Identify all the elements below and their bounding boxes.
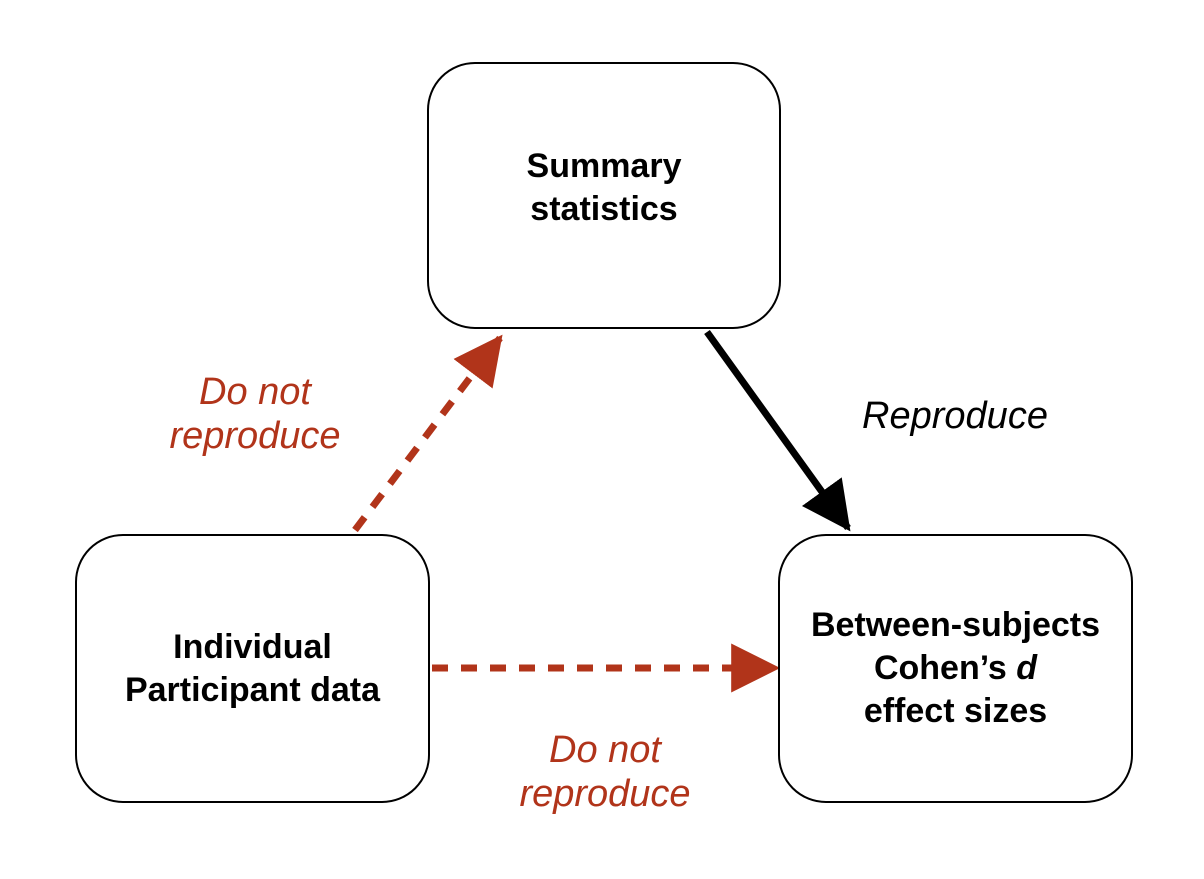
cohen-line-2-text: Cohen’s <box>873 649 1017 687</box>
dnr-bottom-line-2: reproduce <box>519 773 691 815</box>
do-not-reproduce-label-bottom: Do not reproduce <box>490 728 720 816</box>
ipd-line-2: Participant data <box>124 670 381 709</box>
dnr-diag-line-1: Do not <box>199 371 311 413</box>
reproduce-label: Reproduce <box>830 394 1080 438</box>
reproduce-text: Reproduce <box>862 395 1048 437</box>
summary-statistics-label: Summary statistics <box>527 145 682 231</box>
cohen-line-1: Between-subjects <box>810 606 1101 644</box>
summary-line-2: statistics <box>530 189 678 228</box>
cohen-label: Between-subjects Cohen’s d effect sizes <box>811 604 1100 733</box>
summary-line-1: Summary <box>526 146 682 185</box>
do-not-reproduce-label-diagonal: Do not reproduce <box>140 370 370 458</box>
cohens-d-effect-sizes-node: Between-subjects Cohen’s d effect sizes <box>778 534 1133 803</box>
individual-participant-data-node: Individual Participant data <box>75 534 430 803</box>
dnr-bottom-line-1: Do not <box>549 729 661 771</box>
ipd-line-1: Individual <box>173 627 332 666</box>
ipd-label: Individual Participant data <box>125 626 380 712</box>
arrow-summary-to-cohen <box>704 329 851 532</box>
cohen-line-2: Cohen’s d <box>811 647 1100 690</box>
arrow-ipd-to-summary <box>352 334 503 533</box>
dnr-diag-line-2: reproduce <box>169 415 341 457</box>
cohen-line-3: effect sizes <box>863 692 1048 730</box>
summary-statistics-node: Summary statistics <box>427 62 781 329</box>
cohen-d-symbol: d <box>1016 649 1038 687</box>
